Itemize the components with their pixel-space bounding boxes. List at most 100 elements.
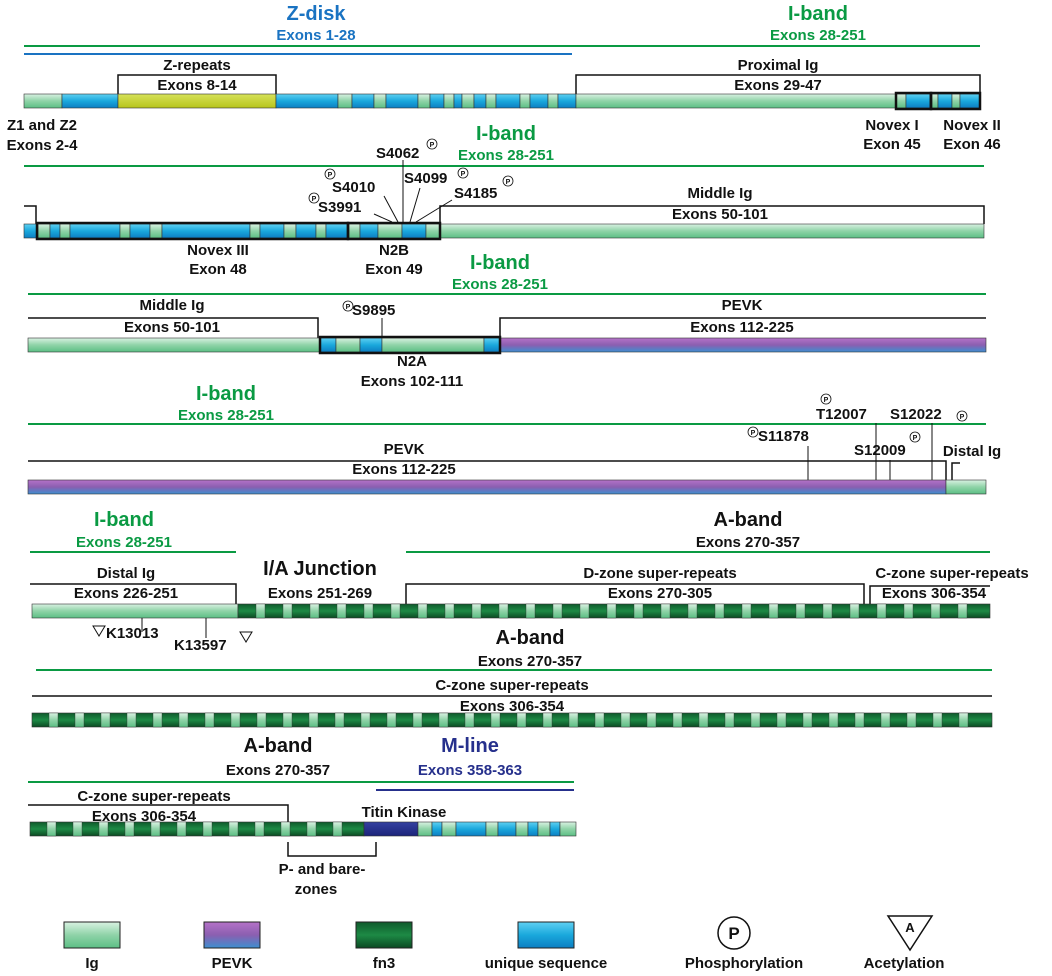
mid-exons-3: Exons 50-101 (124, 319, 220, 336)
ig-domain (525, 603, 536, 619)
iband-title-2: I-band (476, 123, 536, 145)
site-s4062: S4062 (376, 145, 419, 162)
novex3-title: Novex III (187, 242, 249, 259)
aband-title-5: A-band (714, 509, 783, 531)
ig-domain (306, 821, 317, 837)
czone-exons-5: Exons 306-354 (882, 585, 987, 602)
czone-title-5: C-zone super-repeats (875, 565, 1028, 582)
ig-domain (332, 821, 343, 837)
ig-domain (386, 712, 397, 728)
svg-text:P: P (913, 435, 918, 442)
aband-title-7: A-band (244, 735, 313, 757)
legend-label-pevk: PEVK (212, 955, 253, 972)
distal-bracket-4 (951, 462, 960, 480)
pbare-line1: P- and bare- (279, 861, 366, 878)
z1z2-exons: Exons 2-4 (7, 137, 79, 154)
svg-text:P: P (430, 142, 435, 149)
row-1: Z-disk Exons 1-28 I-band Exons 28-251 Z-… (7, 3, 1001, 154)
ig-domain (471, 603, 482, 619)
ig-domain (849, 603, 860, 619)
czone-bracket-7 (28, 804, 289, 822)
ig-domain (606, 603, 617, 619)
ia-title: I/A Junction (263, 558, 377, 580)
row-5: I-band Exons 28-251 A-band Exons 270-357… (30, 509, 1029, 654)
ig-domain (74, 712, 85, 728)
site-s3991: S3991 (318, 199, 361, 216)
ig-domain (126, 712, 137, 728)
ig-domain (930, 603, 941, 619)
phospho-marker-s4099: P (457, 167, 469, 179)
ig-domain (795, 603, 806, 619)
ig-domain (724, 712, 735, 728)
ig-domain (438, 712, 449, 728)
k-leader-lines (141, 618, 207, 638)
ig-domain (100, 712, 111, 728)
site-t12007: T12007 (816, 406, 867, 423)
ig-domain (620, 712, 631, 728)
ig-domain (309, 603, 320, 619)
dzone-bracket (405, 583, 865, 604)
novex2-box (929, 91, 982, 111)
zrep-bracket (117, 74, 277, 95)
ig-domain (768, 603, 779, 619)
n2b-exon: Exon 49 (365, 261, 423, 278)
ig-domain (646, 712, 657, 728)
ig-domain (828, 712, 839, 728)
ig-domain (228, 821, 239, 837)
ig-domain (412, 712, 423, 728)
ig-domain (417, 603, 428, 619)
distal-title-4: Distal Ig (943, 443, 1001, 460)
site-s11878: S11878 (758, 428, 809, 445)
acetylation-icon (886, 915, 934, 952)
n2b-title: N2B (379, 242, 409, 259)
czone-title-6: C-zone super-repeats (435, 677, 588, 694)
site-s4010: S4010 (332, 179, 375, 196)
novex1-title: Novex I (865, 117, 918, 134)
ig-domain (360, 712, 371, 728)
czone-exons-6: Exons 306-354 (460, 698, 565, 715)
ig-domain (98, 821, 109, 837)
ig-domain (672, 712, 683, 728)
dzone-exons: Exons 270-305 (608, 585, 712, 602)
iband-title: I-band (788, 3, 848, 25)
ig-domain (594, 712, 605, 728)
iband-exons: Exons 28-251 (770, 27, 866, 44)
novex3-tick (24, 205, 37, 224)
titin-kinase-domain (363, 821, 419, 837)
ig-domain (498, 603, 509, 619)
mline-exons: Exons 358-363 (418, 762, 522, 779)
fn3-domain-run (31, 712, 993, 728)
distal-bracket-5 (30, 583, 237, 604)
pevk-title-4: PEVK (384, 441, 425, 458)
ig-domain (903, 603, 914, 619)
svg-text:P: P (346, 304, 351, 311)
czone-bracket-5 (869, 585, 990, 604)
ig-domain (958, 712, 969, 728)
ig-domain (202, 821, 213, 837)
svg-text:P: P (824, 397, 829, 404)
mid-title-2: Middle Ig (688, 185, 753, 202)
z1z2-title: Z1 and Z2 (7, 117, 77, 134)
novex2-title: Novex II (943, 117, 1001, 134)
aband-exons-6: Exons 270-357 (478, 653, 582, 670)
pevk-exons-3: Exons 112-225 (690, 319, 793, 336)
zrep-title: Z-repeats (163, 57, 231, 74)
ig-domain (802, 712, 813, 728)
phospho-marker-s3991: P (308, 192, 320, 204)
row-7: A-band Exons 270-357 M-line Exons 358-36… (28, 735, 577, 898)
ig-domain (633, 603, 644, 619)
site-s4185: S4185 (454, 185, 497, 202)
ig-domain (282, 712, 293, 728)
kinase-title: Titin Kinase (362, 804, 447, 821)
novex2-exon: Exon 46 (943, 136, 1001, 153)
legend-label-ig: Ig (85, 955, 98, 972)
iband-title-5: I-band (94, 509, 154, 531)
ig-domain (906, 712, 917, 728)
legend-swatch-ig (63, 921, 121, 949)
ig-domain (660, 603, 671, 619)
svg-text:P: P (751, 430, 756, 437)
prox-title: Proximal Ig (738, 57, 819, 74)
novex3-exon: Exon 48 (189, 261, 247, 278)
phospho-marker-t12007: P (820, 393, 832, 405)
